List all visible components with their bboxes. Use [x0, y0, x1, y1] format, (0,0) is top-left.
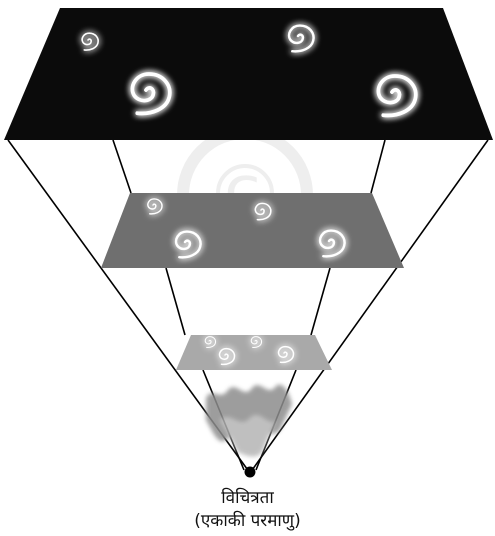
caption-singularity: विचित्रता	[0, 487, 495, 509]
bottom-plane	[176, 335, 332, 370]
singularity-point-icon	[245, 467, 256, 478]
early-universe-haze	[206, 385, 292, 457]
top-plane	[4, 8, 493, 140]
caption-lone-atom: (एकाकी परमाणु)	[0, 510, 495, 532]
middle-plane	[101, 193, 404, 268]
